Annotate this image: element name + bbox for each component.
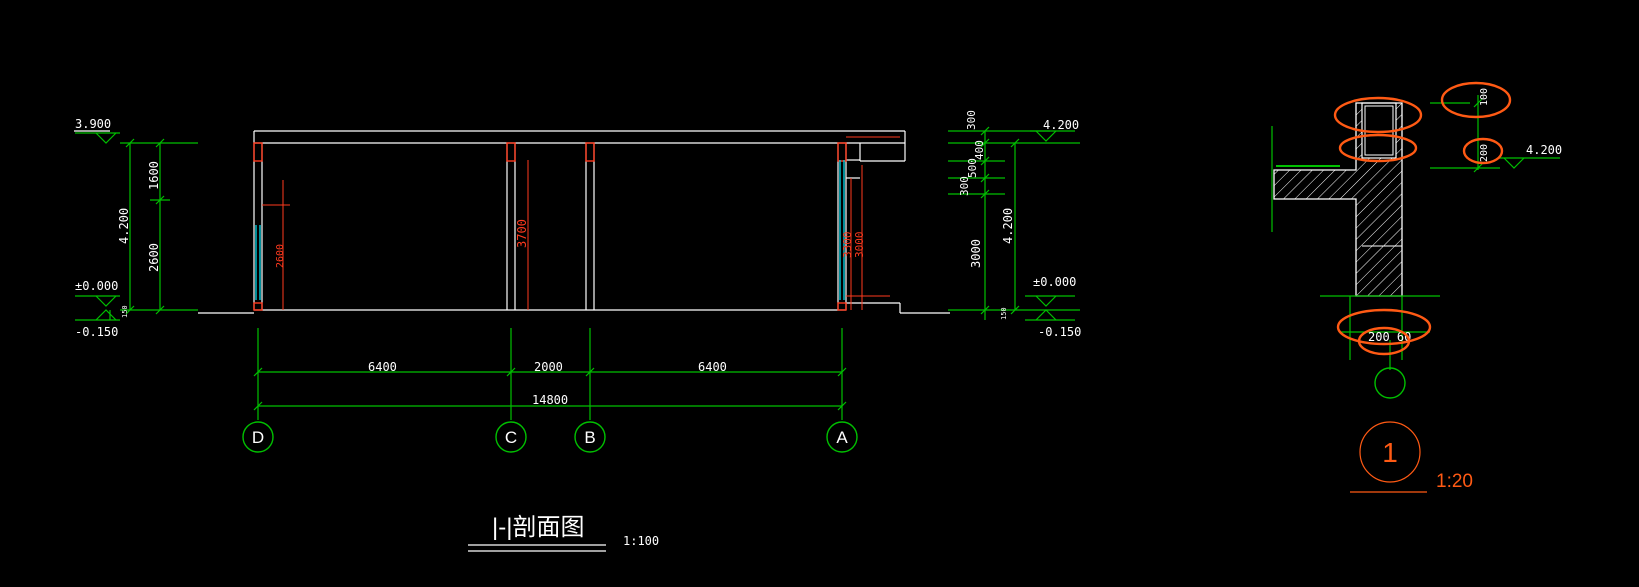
span-left: 6400 [368,360,397,374]
detail-dim-side: 200 [1479,144,1490,162]
section-title: |-|剖面图 [492,514,584,541]
axis-bubbles [242,421,858,453]
interior-dim-3000: 3000 [853,232,866,259]
right-dim-300: 300 [965,110,978,130]
interior-dim-lines [262,136,900,310]
right-elevation-symbols [1025,130,1075,321]
axis-lines [253,328,847,420]
right-dim-500: 500 [966,158,979,178]
left-elev-below: -0.150 [75,325,118,339]
left-dimension-group [109,138,198,320]
section-title-underline [468,544,606,552]
left-elevation-symbols [75,132,120,321]
right-dim-300b: 300 [958,176,971,196]
detail-elev: 4.200 [1526,143,1562,157]
markup-circles [1333,81,1512,356]
interior-dim-3300: 3300 [841,232,854,259]
left-dim-1600: 1600 [147,161,161,190]
section-scale: 1:100 [623,534,659,548]
right-dim-plinth: 150 [1000,307,1008,320]
left-elev-ground: ±0.000 [75,279,118,293]
detail-dim-bottom: 200 60 [1368,330,1411,344]
window-marks [255,160,845,300]
left-elev-top: 3.900 [75,117,111,131]
axis-label-c: C [505,428,517,447]
left-dim-2600: 2600 [147,243,161,272]
right-dim-total: 4.200 [1001,208,1015,244]
beam-marks [253,142,847,311]
left-dim-plinth: 150 [121,305,129,318]
detail-scale: 1:20 [1436,471,1473,492]
detail-index-number: 1 [1382,437,1398,468]
axis-label-d: D [252,428,264,447]
right-dim-400: 400 [973,140,986,160]
detail-drawing [1271,95,1560,399]
detail-index-symbol [1350,421,1427,493]
axis-label-b: B [584,428,595,447]
interior-dim-3700: 3700 [515,219,529,248]
detail-dim-top: 100 [1479,88,1490,106]
right-elev-top: 4.200 [1043,118,1079,132]
span-middle: 2000 [534,360,563,374]
axis-label-a: A [836,428,848,447]
right-dim-3000: 3000 [969,239,983,268]
span-total: 14800 [532,393,568,407]
right-elev-ground: ±0.000 [1033,275,1076,289]
right-elev-below: -0.150 [1038,325,1081,339]
right-dimension-group [948,126,1080,320]
span-right: 6400 [698,360,727,374]
interior-dim-2600: 2600 [275,244,286,268]
section-outline [198,130,950,314]
left-dim-total: 4.200 [117,208,131,244]
